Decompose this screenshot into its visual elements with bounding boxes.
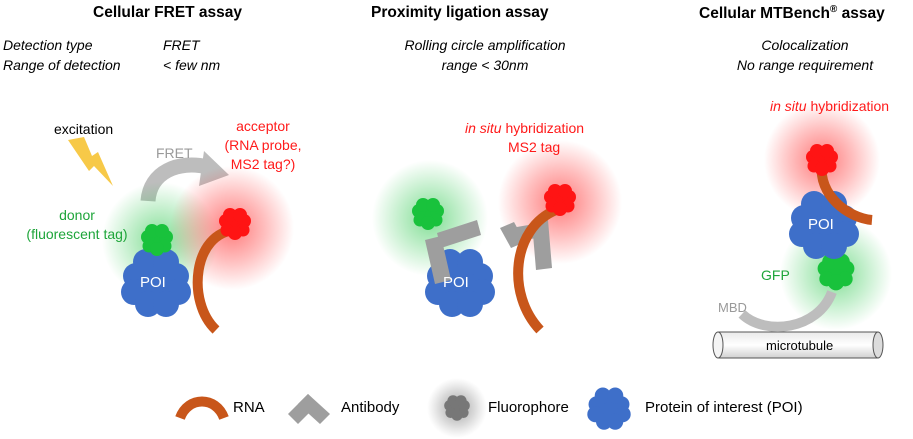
legend-rna-icon bbox=[175, 396, 229, 421]
microtubule-label: microtubule bbox=[766, 338, 834, 353]
legend-fluorophore-icon bbox=[444, 395, 470, 421]
pla-green-fluorophore bbox=[412, 198, 444, 230]
legend-fluorophore-label: Fluorophore bbox=[488, 399, 569, 416]
pla-panel-artwork bbox=[372, 140, 622, 334]
gfp-label: GFP bbox=[761, 267, 790, 283]
detection-type-label: Detection type bbox=[3, 37, 93, 53]
mtbench-range-value: No range requirement bbox=[736, 57, 874, 73]
range-label: Range of detection bbox=[3, 57, 121, 73]
mbd-label: MBD bbox=[718, 300, 747, 315]
fret-detection-type-value: FRET bbox=[163, 37, 200, 53]
pla-insitu-label: in situ hybridization bbox=[465, 120, 585, 136]
fret-range-value: < few nm bbox=[163, 57, 221, 73]
pla-detection-type-value: Rolling circle amplification bbox=[404, 37, 566, 53]
mtbench-panel-artwork bbox=[712, 102, 892, 359]
legend-artwork bbox=[175, 378, 631, 438]
legend-antibody-label: Antibody bbox=[341, 399, 400, 416]
gfp-fluorophore bbox=[817, 253, 855, 291]
pla-panel-title: Proximity ligation assay bbox=[371, 4, 549, 21]
fret-arrow-label: FRET bbox=[156, 145, 193, 161]
pla-poi-label: POI bbox=[443, 274, 469, 291]
pla-antibody-1 bbox=[425, 220, 481, 284]
legend-poi-label: Protein of interest (POI) bbox=[645, 399, 803, 416]
mtbench-detection-type-value: Colocalization bbox=[761, 37, 849, 53]
donor-label: donor (fluorescent tag) bbox=[26, 207, 128, 242]
mtbench-panel-title: Cellular MTBench® assay bbox=[699, 4, 885, 23]
legend-rna-label: RNA bbox=[233, 399, 265, 416]
legend-poi-icon bbox=[587, 387, 631, 430]
legend-antibody-icon bbox=[288, 394, 330, 424]
microtubule bbox=[712, 331, 884, 359]
lightning-icon bbox=[68, 137, 113, 186]
pla-range-value: range < 30nm bbox=[441, 57, 529, 73]
mtbench-red-fluorophore bbox=[806, 144, 838, 176]
fret-panel-artwork bbox=[68, 137, 294, 334]
excitation-label: excitation bbox=[54, 121, 114, 137]
fret-poi-label: POI bbox=[140, 274, 166, 291]
fret-panel-title: Cellular FRET assay bbox=[93, 4, 243, 21]
acceptor-label: acceptor (RNA probe, MS2 tag?) bbox=[224, 118, 302, 172]
pla-ms2-label: MS2 tag bbox=[508, 139, 561, 155]
mtbench-poi-label: POI bbox=[808, 216, 834, 233]
mbd-strand bbox=[738, 289, 837, 332]
pla-red-fluorophore bbox=[544, 184, 576, 216]
mtbench-insitu-label: in situ hybridization bbox=[770, 98, 890, 114]
acceptor-fluorophore bbox=[219, 208, 251, 240]
